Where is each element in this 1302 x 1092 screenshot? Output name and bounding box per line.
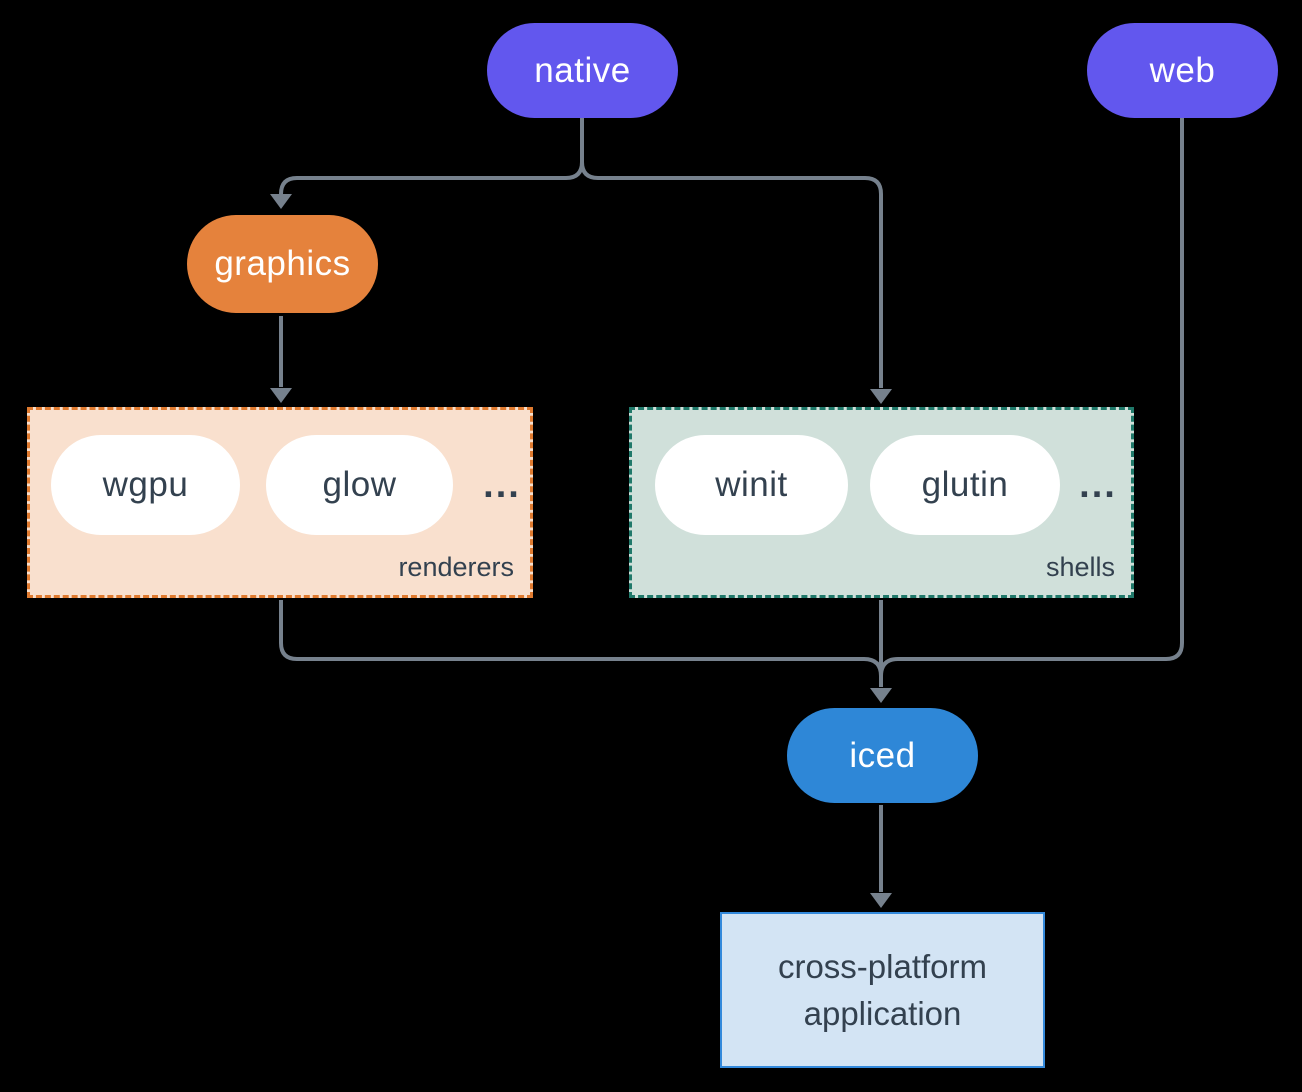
node-iced: iced: [787, 708, 978, 803]
node-winit-label: winit: [715, 465, 788, 504]
shells-group-label: shells: [1045, 552, 1115, 582]
node-glutin: glutin: [870, 435, 1060, 535]
node-glow-label: glow: [322, 465, 397, 504]
node-native: native: [487, 23, 678, 118]
arrowhead-into-shells: [870, 389, 892, 404]
arrowhead-into-graphics: [270, 194, 292, 209]
node-iced-label: iced: [849, 735, 916, 775]
arrowhead-into-renderers: [270, 388, 292, 403]
node-graphics-label: graphics: [214, 244, 351, 283]
node-application-label: cross-platform application: [777, 948, 988, 1032]
node-native-label: native: [534, 50, 631, 90]
edge-native-graphics: [279, 118, 584, 195]
arrowhead-into-iced: [870, 688, 892, 703]
edge-renderers-iced: [279, 600, 883, 687]
edge-native-shells: [580, 118, 883, 388]
node-application: cross-platform application: [720, 912, 1045, 1068]
node-winit: winit: [655, 435, 848, 535]
group-shells: winit glutin ... shells: [629, 407, 1134, 598]
arrowhead-into-application: [870, 893, 892, 908]
renderers-group-label: renderers: [398, 552, 514, 582]
node-glow: glow: [266, 435, 453, 535]
node-web: web: [1087, 23, 1278, 118]
renderers-ellipsis: ...: [483, 463, 521, 506]
node-glutin-label: glutin: [921, 465, 1009, 504]
node-web-label: web: [1149, 50, 1216, 90]
group-renderers: wgpu glow ... renderers: [27, 407, 533, 598]
shells-ellipsis: ...: [1079, 463, 1117, 506]
node-wgpu-label: wgpu: [102, 465, 189, 504]
node-graphics: graphics: [187, 215, 378, 313]
node-wgpu: wgpu: [51, 435, 240, 535]
